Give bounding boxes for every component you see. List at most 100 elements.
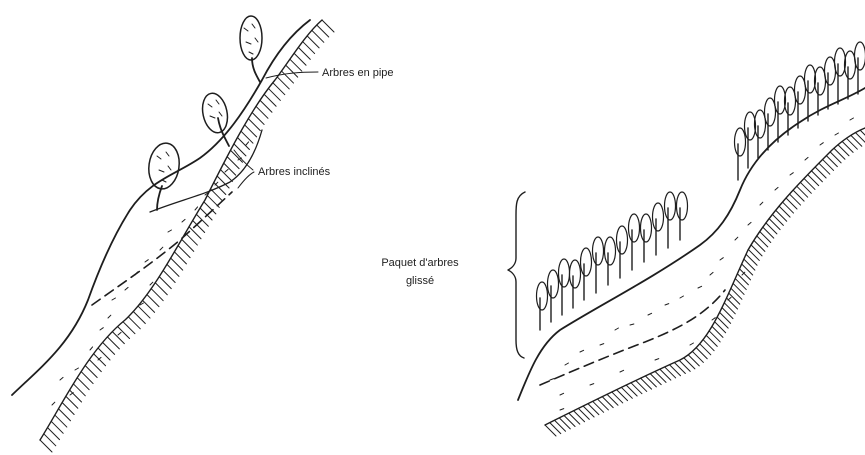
texture-mark <box>820 143 823 145</box>
tree-crown <box>641 214 652 242</box>
hatch-stroke <box>260 100 272 112</box>
texture-mark <box>790 173 793 175</box>
texture-mark <box>160 247 163 250</box>
left-slope-diagram: Arbres en pipe Arbres inclinés <box>12 16 394 452</box>
tree <box>825 57 836 109</box>
inclined-tree-lower <box>146 141 182 210</box>
hatch-stroke <box>118 327 130 339</box>
tree-crown <box>617 226 628 254</box>
label-arbres-en-pipe: Arbres en pipe <box>322 67 394 79</box>
hatch-stroke <box>174 252 186 264</box>
hatch-stroke <box>58 409 70 421</box>
tree-crown <box>605 237 616 265</box>
right-bedrock-hatching <box>545 128 865 436</box>
hatch-stroke <box>147 295 159 307</box>
hatch-stroke <box>128 317 140 329</box>
hatch-stroke <box>40 440 52 452</box>
texture-mark <box>760 202 763 205</box>
pipe-tree <box>240 16 262 82</box>
hatch-stroke <box>241 131 253 143</box>
texture-mark <box>168 230 171 232</box>
hatch-stroke <box>227 157 239 169</box>
texture-mark <box>630 324 634 325</box>
hatch-stroke <box>138 306 150 318</box>
texture-mark <box>580 350 584 352</box>
right-bedrock-line <box>545 128 865 425</box>
texture-mark <box>112 298 115 300</box>
texture-mark <box>560 393 564 395</box>
left-bedrock-line <box>40 20 322 440</box>
texture-mark <box>225 169 228 172</box>
texture-mark <box>615 328 618 330</box>
texture-mark <box>655 359 659 360</box>
tree <box>593 237 604 293</box>
texture-mark <box>680 296 683 298</box>
inclined-tree-upper <box>199 91 231 146</box>
hatch-stroke <box>268 88 280 100</box>
texture-mark <box>600 344 604 345</box>
tree <box>570 260 581 308</box>
leader-arbres-en-pipe <box>266 72 318 78</box>
texture-mark <box>665 304 669 305</box>
tree <box>735 128 746 180</box>
hatch-stroke <box>48 428 60 440</box>
texture-mark <box>805 157 808 160</box>
tree-crown <box>795 76 806 104</box>
texture-mark <box>100 328 103 330</box>
hatch-stroke <box>248 119 260 131</box>
hatch-stroke <box>294 53 306 65</box>
texture-mark <box>565 363 568 365</box>
texture-mark <box>182 219 185 222</box>
tree-crown <box>593 237 604 265</box>
label-paquet-line1: Paquet d'arbres <box>381 257 459 269</box>
texture-mark <box>728 297 731 300</box>
tree-crown <box>677 192 688 220</box>
tree-crown <box>665 192 676 220</box>
hatch-stroke <box>298 47 310 59</box>
tree-crown <box>775 86 786 114</box>
tree <box>617 226 628 278</box>
tree <box>548 270 559 322</box>
hatch-stroke <box>73 384 85 396</box>
tree <box>745 112 756 168</box>
hatch-stroke <box>230 150 242 162</box>
hatch-stroke <box>70 390 82 402</box>
hatch-stroke <box>303 42 315 54</box>
tree-crown <box>735 128 746 156</box>
hatch-stroke <box>200 208 212 220</box>
hatch-stroke <box>185 233 197 245</box>
hatch-stroke <box>286 65 298 77</box>
leader-arbres-inclines-2 <box>238 172 254 188</box>
texture-mark <box>560 409 564 410</box>
hatch-stroke <box>322 20 334 32</box>
tree-crown <box>855 42 865 70</box>
hatch-stroke <box>81 372 93 384</box>
hatch-stroke <box>277 77 289 89</box>
hatch-stroke <box>252 112 264 124</box>
left-bedrock-hatching <box>40 20 334 452</box>
texture-mark <box>550 379 554 380</box>
texture-mark <box>698 286 702 288</box>
tree <box>629 214 640 270</box>
hatch-stroke <box>94 354 106 366</box>
hatch-stroke <box>290 59 302 71</box>
hatch-stroke <box>107 337 119 349</box>
texture-mark <box>125 287 128 290</box>
texture-mark <box>648 313 652 315</box>
left-inner-scarp <box>150 130 262 212</box>
hatch-stroke <box>112 332 124 344</box>
hatch-stroke <box>167 264 179 276</box>
texture-mark <box>246 142 249 145</box>
texture-mark <box>835 133 838 135</box>
texture-mark <box>118 332 121 335</box>
hatch-stroke <box>133 312 145 324</box>
tree <box>845 51 856 99</box>
tree-crown <box>745 112 756 140</box>
hatch-stroke <box>312 30 324 42</box>
hatch-stroke <box>307 36 319 48</box>
texture-mark <box>52 402 55 405</box>
tree <box>835 48 846 104</box>
hatch-stroke <box>44 434 56 446</box>
tree <box>559 259 570 315</box>
